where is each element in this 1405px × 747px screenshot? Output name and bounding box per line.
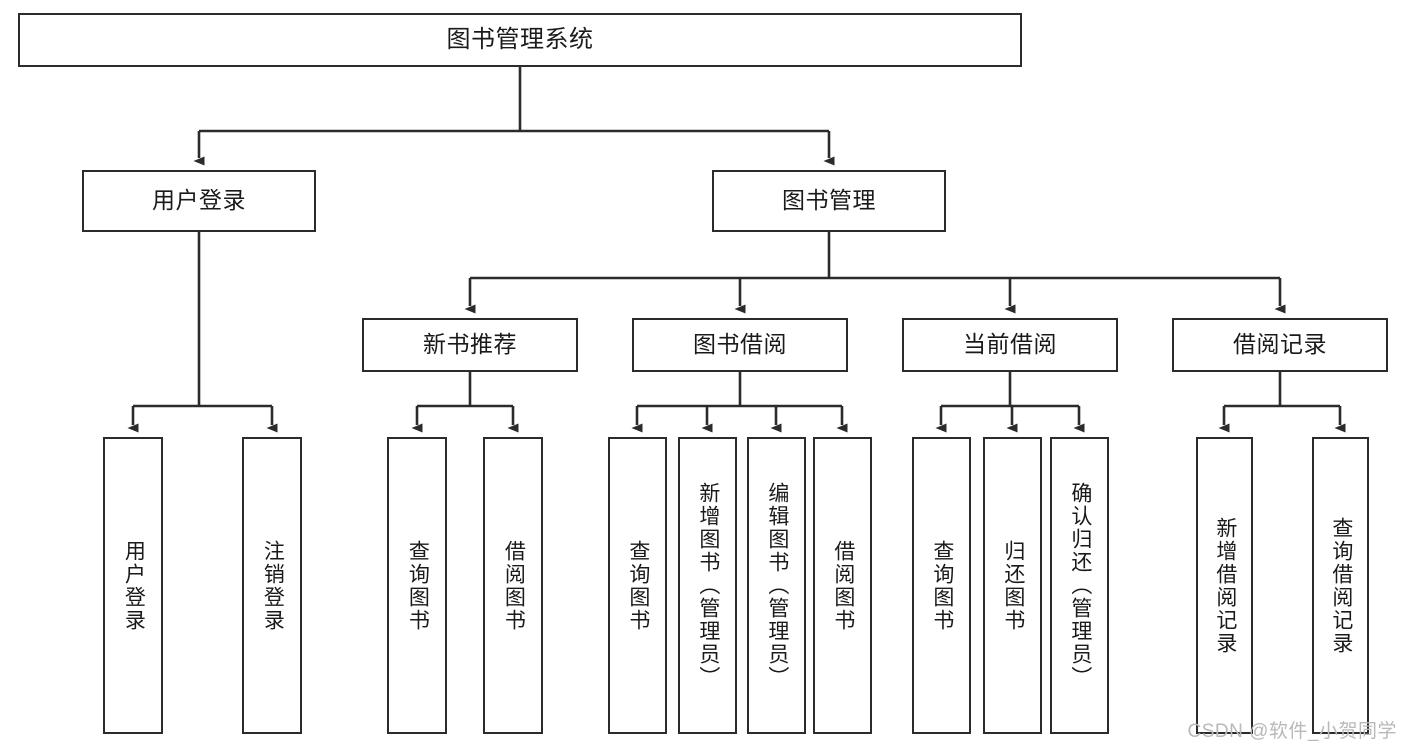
leaf-query-book-recommend[interactable]: 查询图书 <box>387 437 447 734</box>
leaf-edit-book-admin[interactable]: 编辑图书（管理员） <box>747 437 806 734</box>
node-label: 用户登录 <box>152 187 246 214</box>
node-root[interactable]: 图书管理系统 <box>18 13 1022 67</box>
node-label: 归还图书 <box>1001 539 1025 632</box>
leaf-confirm-return-admin[interactable]: 确认归还（管理员） <box>1050 437 1109 734</box>
node-label: 查询图书 <box>626 539 650 632</box>
node-label: 编辑图书（管理员） <box>765 482 789 689</box>
node-label: 查询借阅记录 <box>1329 516 1353 655</box>
node-label: 确认归还（管理员） <box>1068 482 1092 689</box>
leaf-add-book-admin[interactable]: 新增图书（管理员） <box>678 437 737 734</box>
leaf-logout[interactable]: 注销登录 <box>242 437 302 734</box>
node-user-login[interactable]: 用户登录 <box>82 170 316 232</box>
node-label: 借阅记录 <box>1233 331 1327 358</box>
node-label: 图书管理系统 <box>446 25 594 53</box>
node-label: 新书推荐 <box>423 331 517 358</box>
node-label: 新增图书（管理员） <box>696 482 720 689</box>
node-label: 查询图书 <box>406 539 430 632</box>
leaf-query-borrow-record[interactable]: 查询借阅记录 <box>1312 437 1369 734</box>
node-borrow-record[interactable]: 借阅记录 <box>1172 318 1388 372</box>
node-label: 新增借阅记录 <box>1213 516 1237 655</box>
node-label: 查询图书 <box>930 539 954 632</box>
node-current-borrow[interactable]: 当前借阅 <box>902 318 1118 372</box>
node-book-management[interactable]: 图书管理 <box>712 170 946 232</box>
leaf-borrow-book[interactable]: 借阅图书 <box>813 437 872 734</box>
node-label: 图书管理 <box>782 187 876 214</box>
leaf-query-book-borrow[interactable]: 查询图书 <box>608 437 667 734</box>
node-label: 用户登录 <box>122 539 146 632</box>
node-label: 图书借阅 <box>693 331 787 358</box>
node-book-borrow[interactable]: 图书借阅 <box>632 318 848 372</box>
leaf-return-book[interactable]: 归还图书 <box>983 437 1042 734</box>
node-label: 注销登录 <box>261 539 285 632</box>
leaf-query-book-current[interactable]: 查询图书 <box>912 437 971 734</box>
watermark: CSDN @软件_小贺同学 <box>1187 721 1397 742</box>
leaf-borrow-book-recommend[interactable]: 借阅图书 <box>483 437 543 734</box>
leaf-user-login[interactable]: 用户登录 <box>103 437 163 734</box>
node-label: 当前借阅 <box>963 331 1057 358</box>
leaf-add-borrow-record[interactable]: 新增借阅记录 <box>1196 437 1253 734</box>
node-label: 借阅图书 <box>831 539 855 632</box>
node-new-book-recommend[interactable]: 新书推荐 <box>362 318 578 372</box>
node-label: 借阅图书 <box>502 539 526 632</box>
